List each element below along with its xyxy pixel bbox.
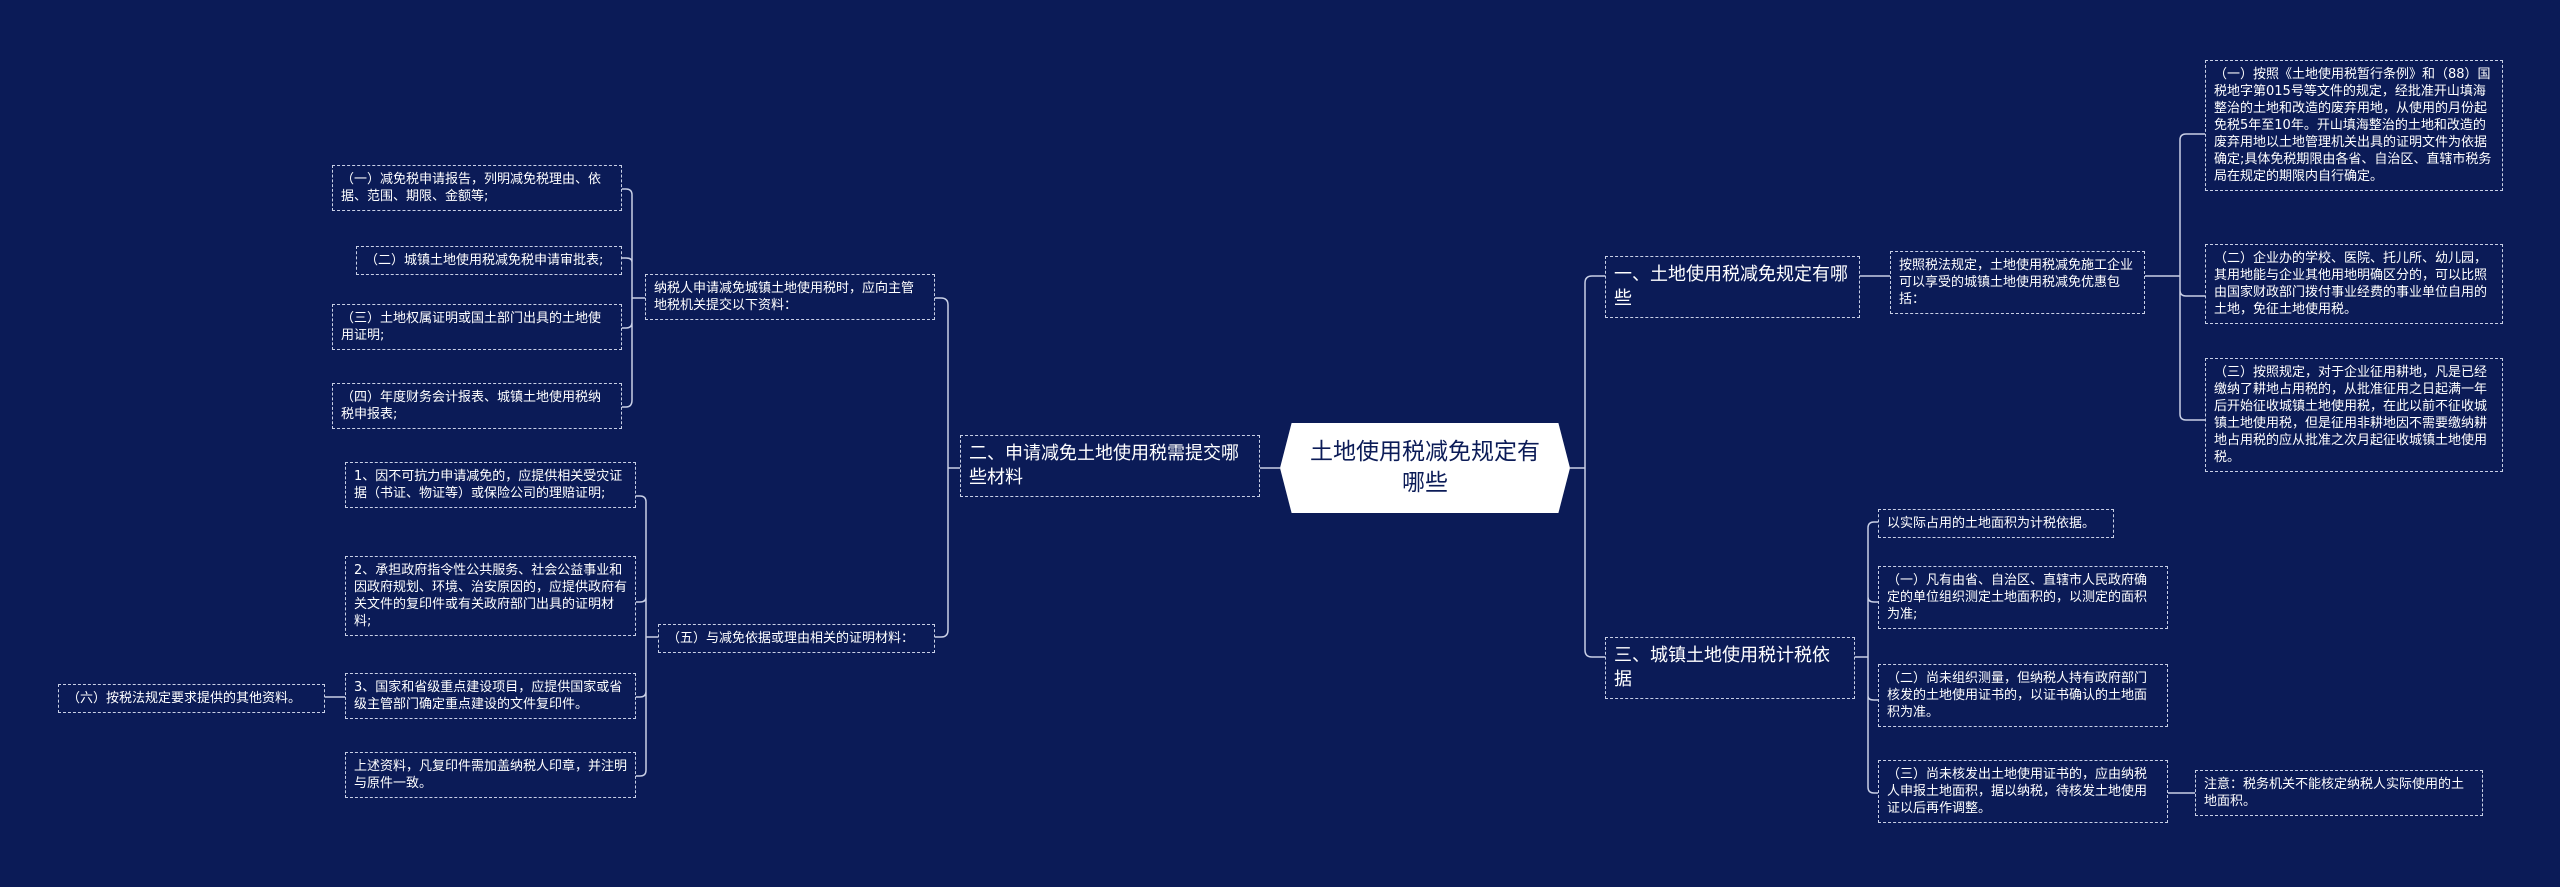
- branch-1-label[interactable]: 一、土地使用税减免规定有哪些: [1605, 256, 1860, 318]
- proof-item-2[interactable]: 2、承担政府指令性公共服务、社会公益事业和因政府规划、环境、治安原因的，应提供政…: [345, 556, 636, 636]
- branch-3-item-0[interactable]: 以实际占用的土地面积为计税依据。: [1878, 509, 2114, 538]
- branch-3-item-2[interactable]: （二）尚未组织测量，但纳税人持有政府部门核发的土地使用证书的，以证书确认的土地面…: [1878, 664, 2168, 727]
- proof-item-1[interactable]: 1、因不可抗力申请减免的，应提供相关受灾证据（书证、物证等）或保险公司的理赔证明…: [345, 462, 636, 508]
- proof-item-4[interactable]: 上述资料，凡复印件需加盖纳税人印章，并注明与原件一致。: [345, 752, 636, 798]
- central-topic[interactable]: 土地使用税减免规定有哪些: [1280, 423, 1570, 513]
- branch-3-item-3[interactable]: （三）尚未核发出土地使用证书的，应由纳税人申报土地面积，据以纳税，待核发土地使用…: [1878, 760, 2168, 823]
- branch-3-note[interactable]: 注意：税务机关不能核定纳税人实际使用的土地面积。: [2195, 770, 2483, 816]
- material-item-2[interactable]: （二）城镇土地使用税减免税申请审批表;: [356, 246, 622, 275]
- material-item-3[interactable]: （三）土地权属证明或国土部门出具的土地使用证明;: [332, 304, 622, 350]
- proof-item-3[interactable]: 3、国家和省级重点建设项目，应提供国家或省级主管部门确定重点建设的文件复印件。: [345, 673, 636, 719]
- branch-1-item-1[interactable]: （一）按照《土地使用税暂行条例》和（88）国税地字第015号等文件的规定，经批准…: [2205, 60, 2503, 191]
- material-item-1[interactable]: （一）减免税申请报告，列明减免税理由、依据、范围、期限、金额等;: [332, 165, 622, 211]
- material-item-4[interactable]: （四）年度财务会计报表、城镇土地使用税纳税申报表;: [332, 383, 622, 429]
- branch-3-item-1[interactable]: （一）凡有由省、自治区、直辖市人民政府确定的单位组织测定土地面积的，以测定的面积…: [1878, 566, 2168, 629]
- proof-materials-intro[interactable]: （五）与减免依据或理由相关的证明材料：: [658, 624, 935, 653]
- branch-1-item-2[interactable]: （二）企业办的学校、医院、托儿所、幼儿园，其用地能与企业其他用地明确区分的，可以…: [2205, 244, 2503, 324]
- branch-1-intro[interactable]: 按照税法规定，土地使用税减免施工企业可以享受的城镇土地使用税减免优惠包括：: [1890, 251, 2145, 314]
- branch-3-label[interactable]: 三、城镇土地使用税计税依据: [1605, 637, 1855, 699]
- central-topic-title: 土地使用税减免规定有哪些: [1310, 439, 1540, 496]
- branch-2-label[interactable]: 二、申请减免土地使用税需提交哪些材料: [960, 435, 1260, 497]
- branch-1-item-3[interactable]: （三）按照规定，对于企业征用耕地，凡是已经缴纳了耕地占用税的，从批准征用之日起满…: [2205, 358, 2503, 472]
- material-item-6[interactable]: （六）按税法规定要求提供的其他资料。: [58, 684, 325, 713]
- materials-intro[interactable]: 纳税人申请减免城镇土地使用税时，应向主管地税机关提交以下资料：: [645, 274, 935, 320]
